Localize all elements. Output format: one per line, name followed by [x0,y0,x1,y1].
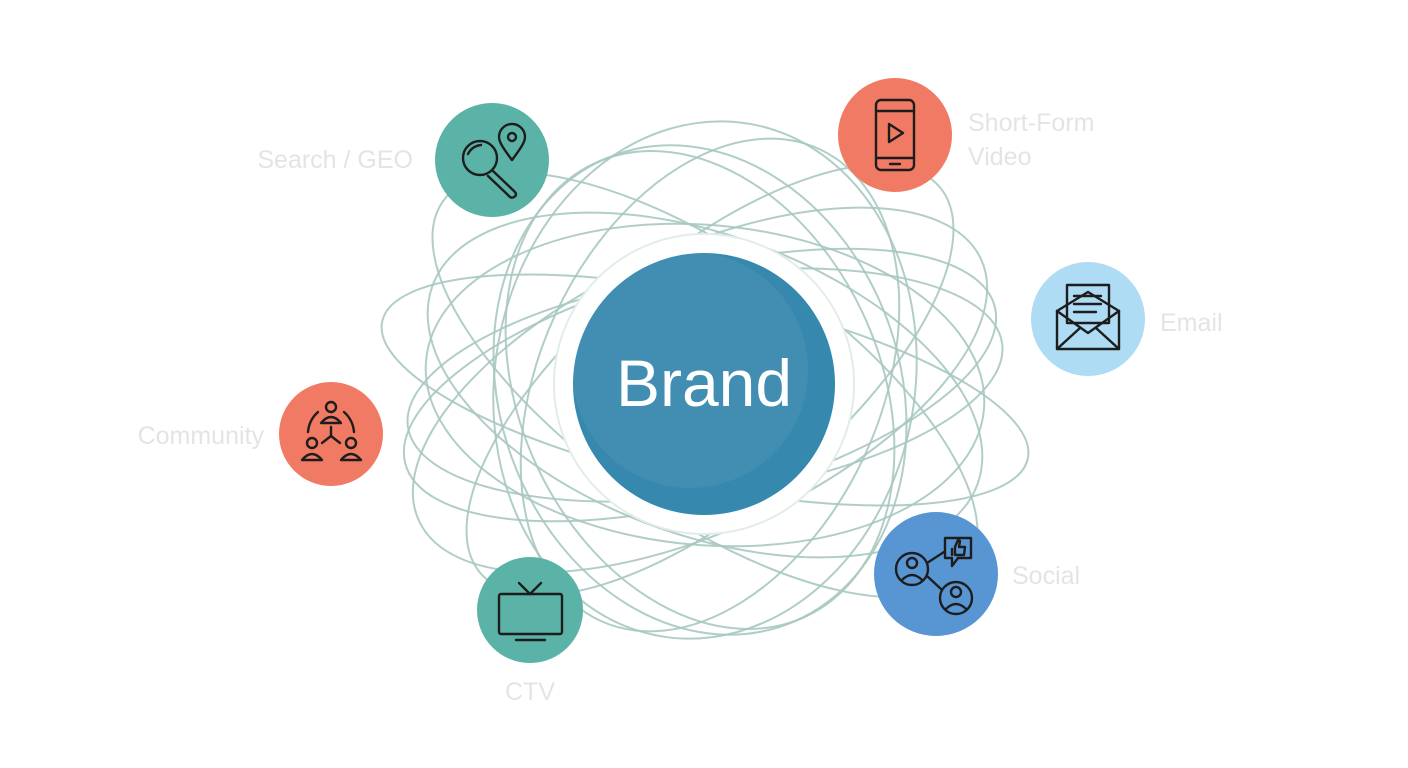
orbit-line [492,144,908,636]
channel-circle [435,103,549,217]
channel-circle [838,78,952,192]
channel-social[interactable]: Social [874,512,1080,636]
channel-label: Email [1160,309,1223,337]
orbit-line [492,120,918,640]
channel-ctv[interactable]: CTV [477,557,583,706]
channel-label: Social [1012,562,1080,590]
brand-circle [573,253,835,515]
channel-circle [477,557,583,663]
search-location-icon [461,122,527,199]
orbit-line [519,137,901,633]
orbit-line [424,222,986,548]
brand-highlight [572,252,808,488]
social-network-icon [894,536,974,616]
channel-community[interactable]: Community [138,382,383,486]
community-icon [300,400,363,462]
phone-play-icon [874,98,916,172]
channel-label: CTV [505,678,555,706]
channel-label: Search / GEO [257,146,413,174]
channel-label: Community [138,422,265,450]
envelope-icon [1055,283,1121,351]
channel-circle [874,512,998,636]
channel-email[interactable]: Email [1031,262,1223,376]
brand-label: Brand [616,346,792,420]
channel-label: Short-Form Video [968,109,1101,171]
channel-search[interactable]: Search / GEO [257,103,549,217]
channel-short-form-video[interactable]: Short-Form Video [838,78,1101,192]
tv-icon [497,581,564,642]
channel-circle [1031,262,1145,376]
brand-hub: Brand [553,233,855,535]
